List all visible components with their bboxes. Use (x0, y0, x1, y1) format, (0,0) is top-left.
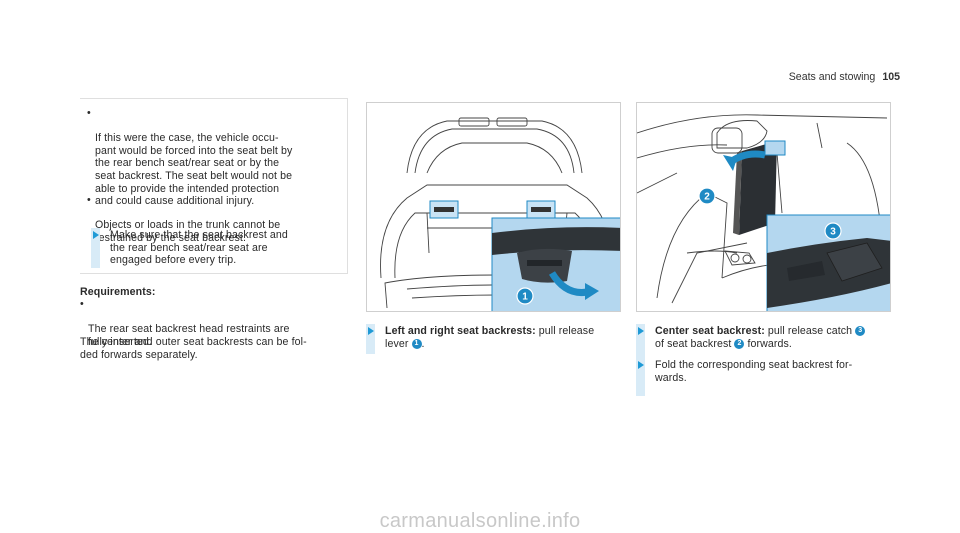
bullet-item: • Objects or loads in the trunk cannot b… (87, 194, 345, 244)
step-fold-backrest: Fold the corresponding seat backrest for… (655, 359, 853, 384)
bullet-dot: • (80, 298, 84, 310)
bullet-item: • If this were the case, the vehicle occ… (87, 107, 345, 208)
section-title: Seats and stowing (788, 71, 876, 83)
requirement-item: • The rear seat backrest head restraints… (80, 298, 348, 348)
step-left-right-backrests: Left and right seat backrests: pull rele… (385, 325, 620, 350)
play-arrow-icon (93, 231, 99, 239)
play-arrow-icon (638, 361, 644, 369)
marker-1: 1 (411, 338, 422, 349)
page-header: Seats and stowing 105 (789, 71, 900, 83)
bullet-dot: • (87, 107, 91, 119)
step-center-backrest: Center seat backrest: pull release catch… (655, 325, 890, 350)
step-bar (91, 228, 100, 268)
step-text: . (421, 337, 425, 350)
page-number: 105 (882, 71, 900, 83)
watermark: carmanualsonline.info (379, 510, 581, 532)
bullet-text: If this were the case, the vehicle occu-… (95, 132, 293, 208)
step-instruction: Make sure that the seat backrest and the… (110, 229, 288, 267)
step-text: pull release (535, 325, 595, 337)
marker-2: 2 (734, 338, 745, 349)
play-arrow-icon (638, 327, 644, 335)
step-text: forwards. (744, 337, 792, 350)
step-bar (366, 324, 375, 354)
step-text: of seat backrest (655, 337, 735, 350)
requirement-text: The rear seat backrest head restraints a… (88, 323, 290, 348)
bullet-text: Objects or loads in the trunk cannot be … (95, 219, 281, 244)
warning-note-box (80, 98, 348, 274)
step-bar (636, 324, 645, 396)
figure-rear-seat: 2 3 (636, 102, 891, 312)
step-label: Center seat backrest: (655, 325, 765, 337)
step-text: pull release catch (764, 325, 856, 337)
step-label: Left and right seat backrests: (385, 325, 536, 337)
callout-1: 1 (522, 292, 528, 303)
body-paragraph: The center and outer seat backrests can … (80, 336, 307, 361)
callout-3: 3 (830, 227, 836, 238)
bullet-dot: • (87, 194, 91, 206)
callout-2: 2 (704, 192, 710, 203)
play-arrow-icon (368, 327, 374, 335)
figure-trunk: 1 (366, 102, 621, 312)
marker-3: 3 (855, 326, 866, 337)
rear-seat-illustration: 2 3 (637, 114, 890, 311)
step-text: lever (385, 337, 412, 350)
requirements-heading: Requirements: (80, 286, 156, 298)
trunk-illustration: 1 (380, 117, 620, 311)
